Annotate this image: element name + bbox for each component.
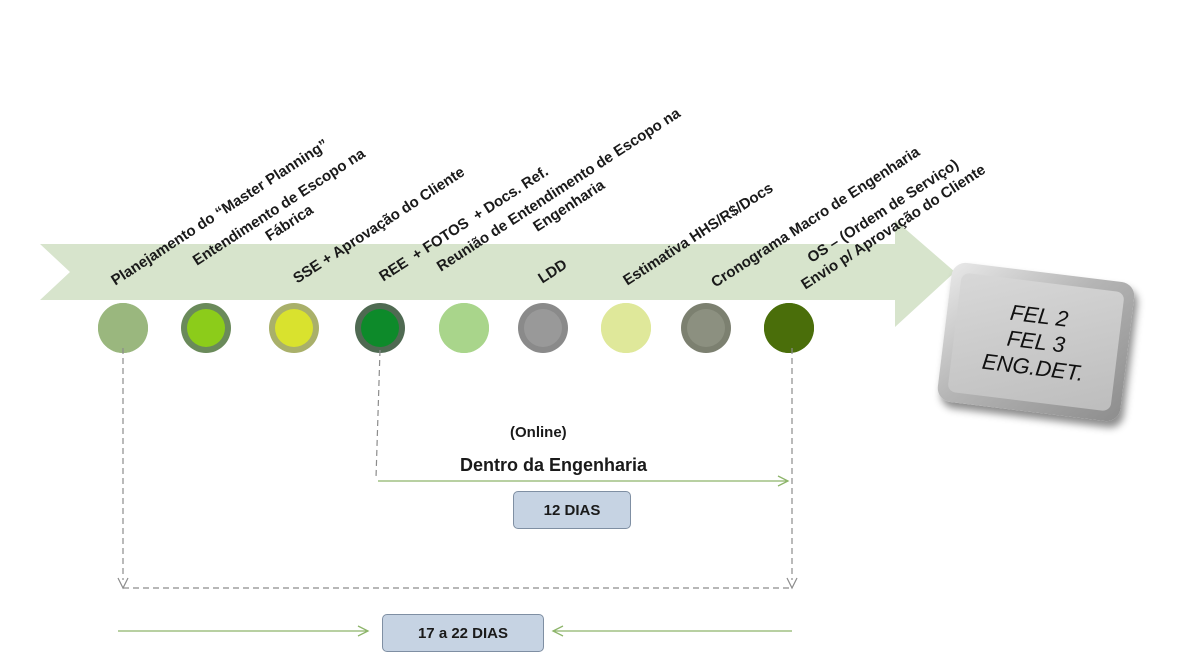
step-circle-ldd [524, 309, 562, 347]
step-circle-ree [361, 309, 399, 347]
step-circle-cronograma [687, 309, 725, 347]
online-label: (Online) [510, 424, 567, 441]
green-arrowhead-left [357, 625, 370, 637]
green-arrowhead-right [551, 625, 564, 637]
step-circle-reuniao [439, 303, 489, 353]
step-circle-planejamento [98, 303, 148, 353]
step-circle-estimativa [601, 303, 651, 353]
timeline-arrow [40, 220, 955, 327]
step-circle-os [764, 303, 814, 353]
fel-line-3: ENG.DET. [980, 348, 1085, 386]
duration-box-12-dias: 12 DIAS [513, 491, 631, 529]
dashed-arrowhead-right [786, 577, 798, 590]
dashed-connector-ree [375, 349, 381, 479]
step-circle-sse [275, 309, 313, 347]
green-arrowhead-12-dias [777, 475, 790, 487]
fel-phase-block: FEL 2 FEL 3 ENG.DET. [936, 261, 1136, 423]
dentro-engenharia-label: Dentro da Engenharia [460, 455, 648, 475]
duration-box-17-22-dias: 17 a 22 DIAS [382, 614, 544, 652]
step-circle-entendimento [187, 309, 225, 347]
